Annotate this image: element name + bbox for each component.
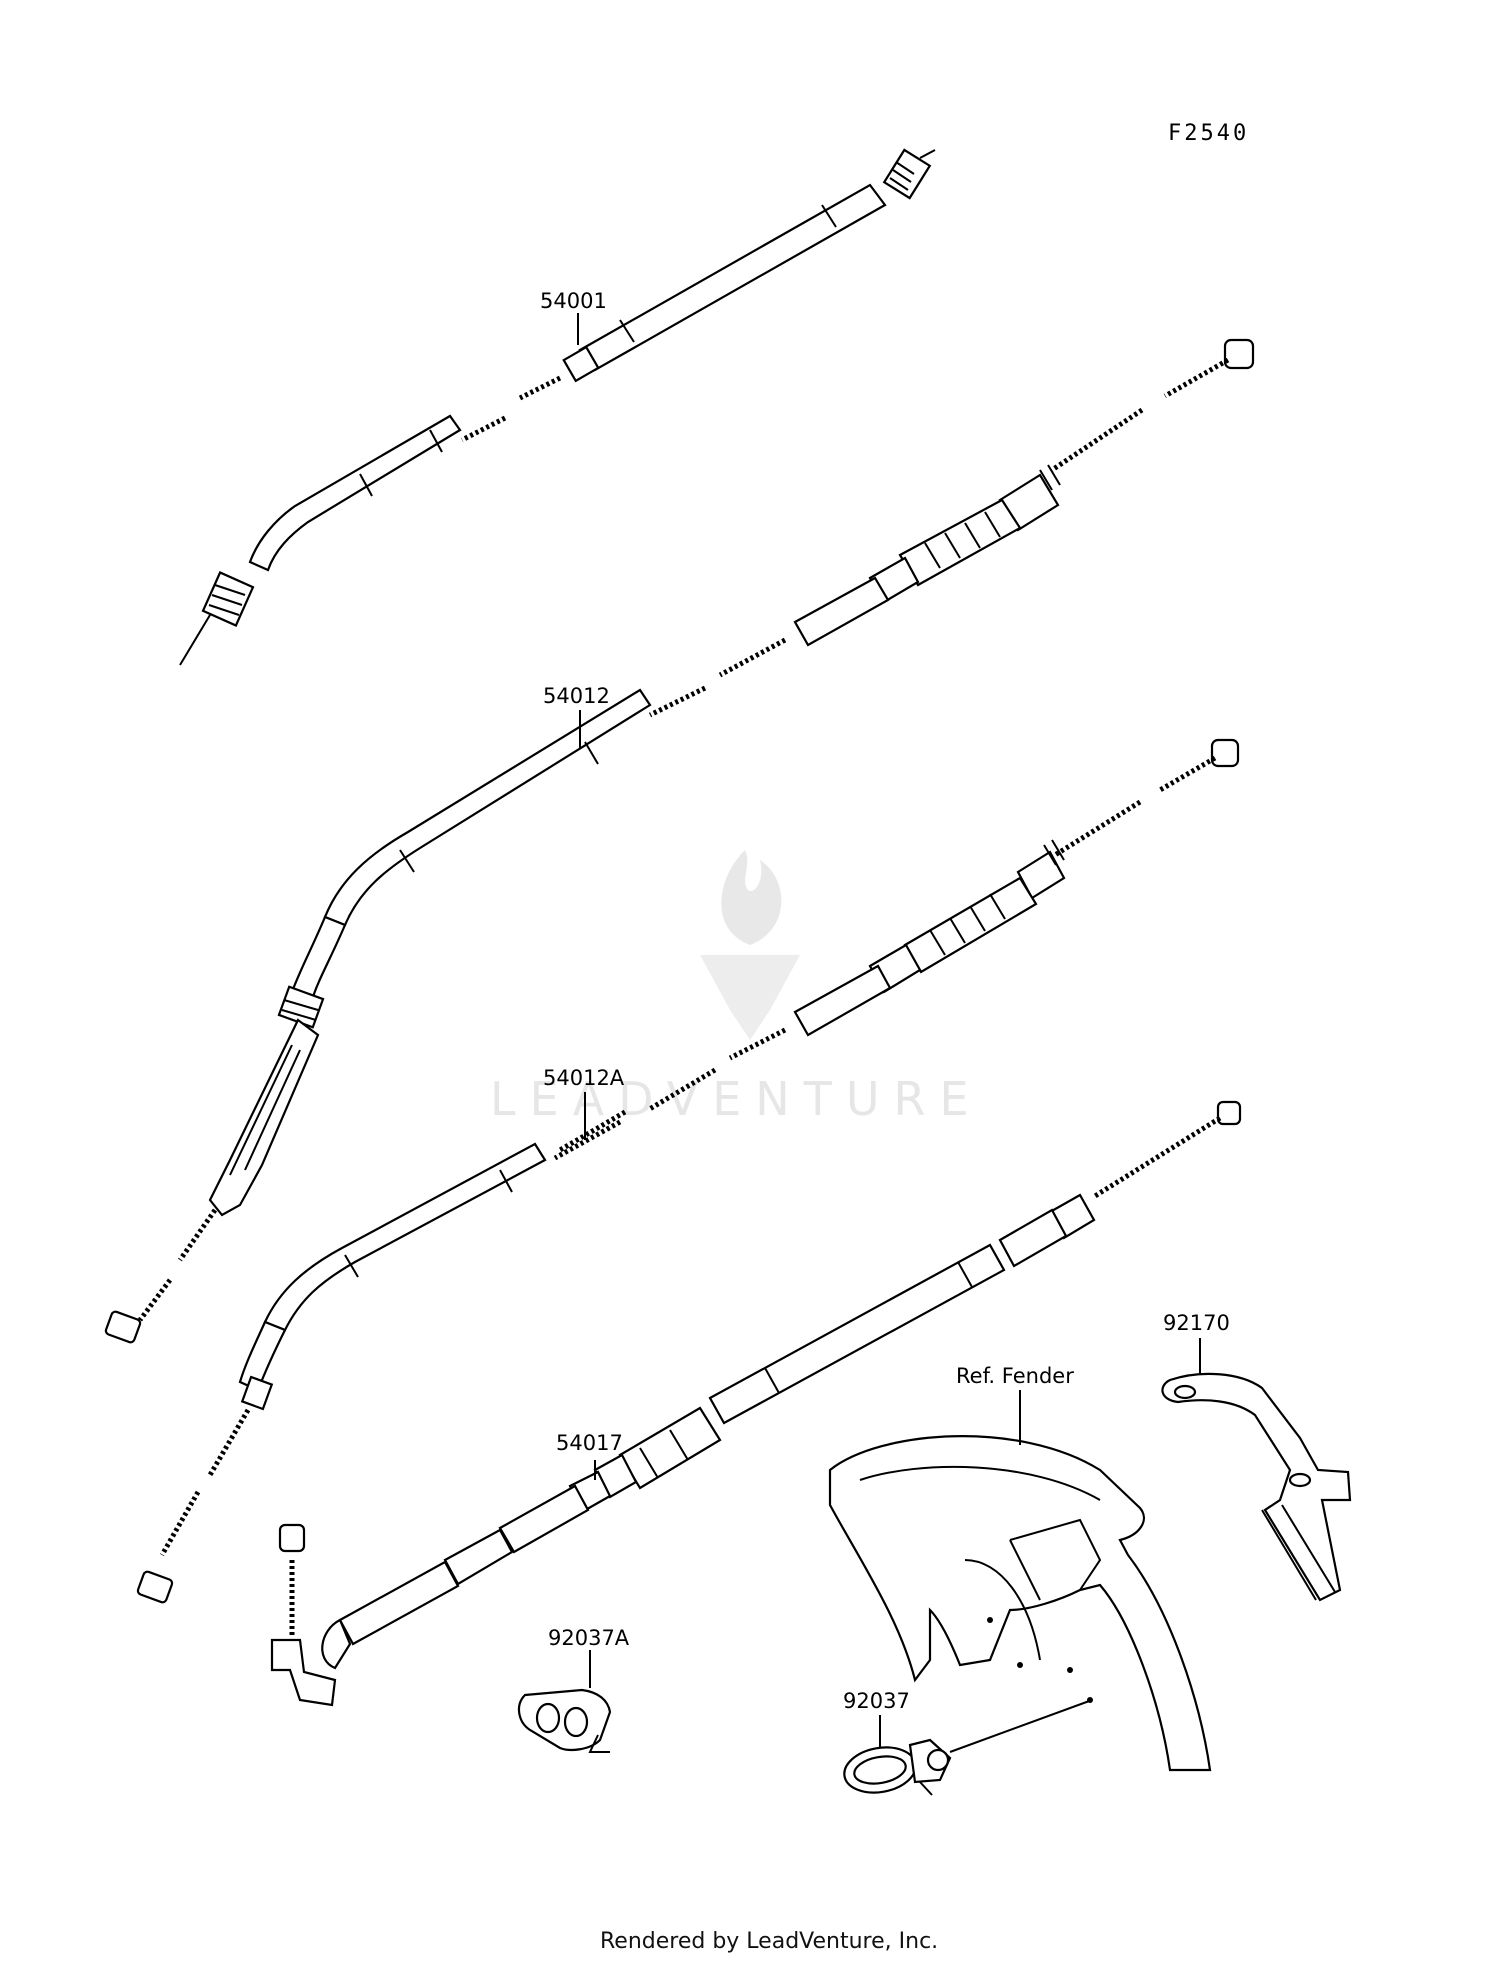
cable-end-barrel — [1210, 738, 1240, 768]
cable-end-barrel — [1223, 338, 1255, 370]
label-92037: 92037 — [843, 1689, 910, 1713]
label-54012: 54012 — [543, 684, 610, 708]
bracket-92170[interactable] — [1161, 1372, 1352, 1602]
fender-shell — [828, 1435, 1212, 1772]
cable-end-nipple — [278, 1523, 306, 1553]
choke-cable-54017[interactable] — [270, 1100, 1242, 1707]
figure-code: F2540 — [1168, 121, 1249, 146]
cable-outer — [708, 1243, 1006, 1425]
label-54012A: 54012A — [543, 1066, 625, 1090]
cable-end-barrel — [1216, 1100, 1242, 1126]
cable-bracket — [270, 1638, 337, 1707]
speedometer-cable-54001[interactable] — [179, 148, 936, 666]
label-54017: 54017 — [556, 1431, 623, 1455]
cable-outer-upper — [578, 183, 887, 372]
cable-curved-end — [290, 915, 347, 1002]
label-92170: 92170 — [1163, 1311, 1230, 1335]
cable-inner-wire — [518, 375, 562, 401]
clip-92037[interactable] — [841, 1738, 952, 1798]
watermark-v-icon — [700, 955, 800, 1040]
footer-credit: Rendered by LeadVenture, Inc. — [600, 1929, 938, 1954]
cable-grommet — [562, 345, 600, 383]
cable-outer — [263, 1142, 547, 1332]
cable-outer — [323, 688, 652, 927]
cable-outer-lower — [248, 414, 462, 572]
cable-end-nipple — [136, 1570, 174, 1604]
front-fender — [828, 1435, 1212, 1772]
throttle-cable-54012[interactable] — [104, 338, 1255, 1344]
cable-top-fitting — [882, 148, 936, 200]
cable-adjuster-housing — [618, 1406, 722, 1490]
label-92037A: 92037A — [548, 1626, 630, 1650]
cable-end-nipple — [104, 1310, 142, 1344]
watermark-flame-icon — [721, 850, 782, 945]
label-54001: 54001 — [540, 289, 607, 313]
clamp-92037A[interactable] — [517, 1688, 612, 1753]
throttle-cable-54012A-lower[interactable] — [136, 1142, 547, 1604]
cable-throttle-bracket — [208, 1018, 320, 1217]
label-ref-fender: Ref. Fender — [956, 1364, 1074, 1388]
throttle-cable-54012A[interactable] — [553, 738, 1240, 1161]
watermark: LEADVENTURE — [490, 850, 983, 1126]
cable-elbow — [321, 1618, 352, 1670]
cable-bottom-nut — [201, 571, 255, 627]
watermark-text: LEADVENTURE — [490, 1072, 983, 1126]
